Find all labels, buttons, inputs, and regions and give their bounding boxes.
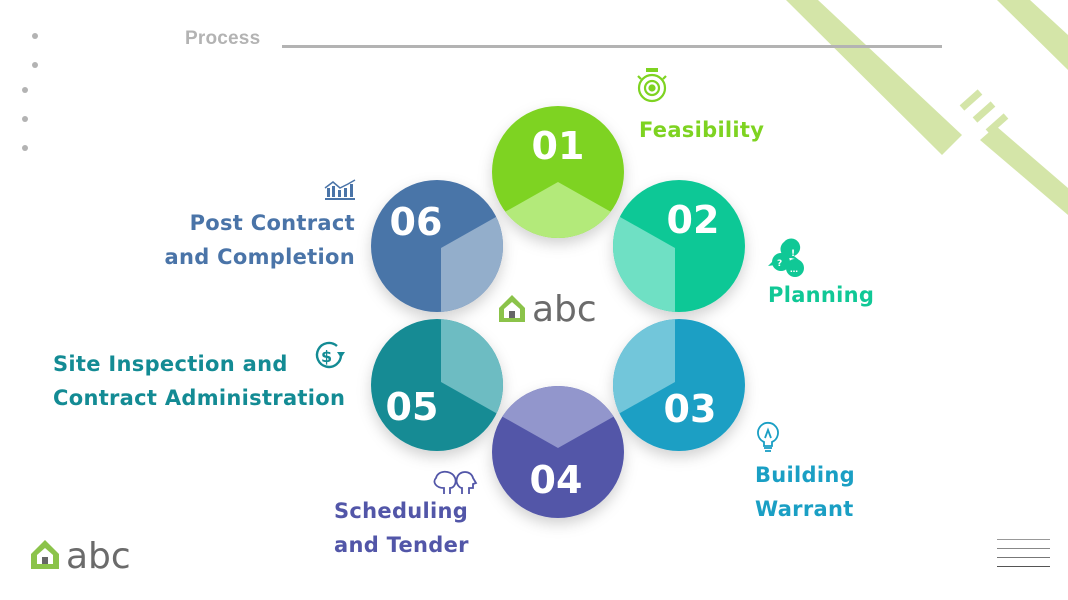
stopwatch-gear-icon [637, 68, 667, 103]
page-title: Process [185, 28, 261, 49]
lightbulb-icon [757, 422, 779, 452]
step-03-label: Building Warrant [755, 463, 855, 521]
dollar-cycle-icon: $ [315, 341, 345, 369]
step-05-number: 05 [386, 385, 439, 429]
step-04-number: 04 [530, 458, 583, 502]
svg-text:abc: abc [66, 536, 131, 575]
step-04-label: Scheduling and Tender [334, 499, 469, 557]
step-06-label: Post Contract and Completion [164, 211, 355, 269]
step-02-label: Planning [768, 283, 875, 307]
decor-dot [32, 33, 38, 39]
footer-logo: abc [31, 536, 131, 575]
speech-bubbles-icon: ! ? … [768, 238, 804, 277]
center-logo: abc [499, 289, 597, 330]
svg-text:!: ! [791, 249, 795, 259]
step-01-label: Feasibility [639, 118, 765, 142]
title-underline [282, 45, 942, 48]
step-03-number: 03 [664, 387, 717, 431]
decor-dot [32, 62, 38, 68]
svg-text:…: … [790, 265, 798, 274]
step-02-number: 02 [667, 198, 720, 242]
bar-chart-trend-icon [324, 179, 356, 200]
decor-dot [22, 87, 28, 93]
svg-text:?: ? [777, 259, 782, 269]
decor-dot [22, 145, 28, 151]
svg-text:$: $ [321, 347, 332, 366]
two-heads-icon [433, 470, 478, 494]
step-01-number: 01 [532, 124, 585, 168]
decor-dot [22, 116, 28, 122]
step-06-number: 06 [390, 200, 443, 244]
step-05-label: Site Inspection and Contract Administrat… [53, 352, 346, 410]
svg-text:abc: abc [532, 289, 597, 330]
